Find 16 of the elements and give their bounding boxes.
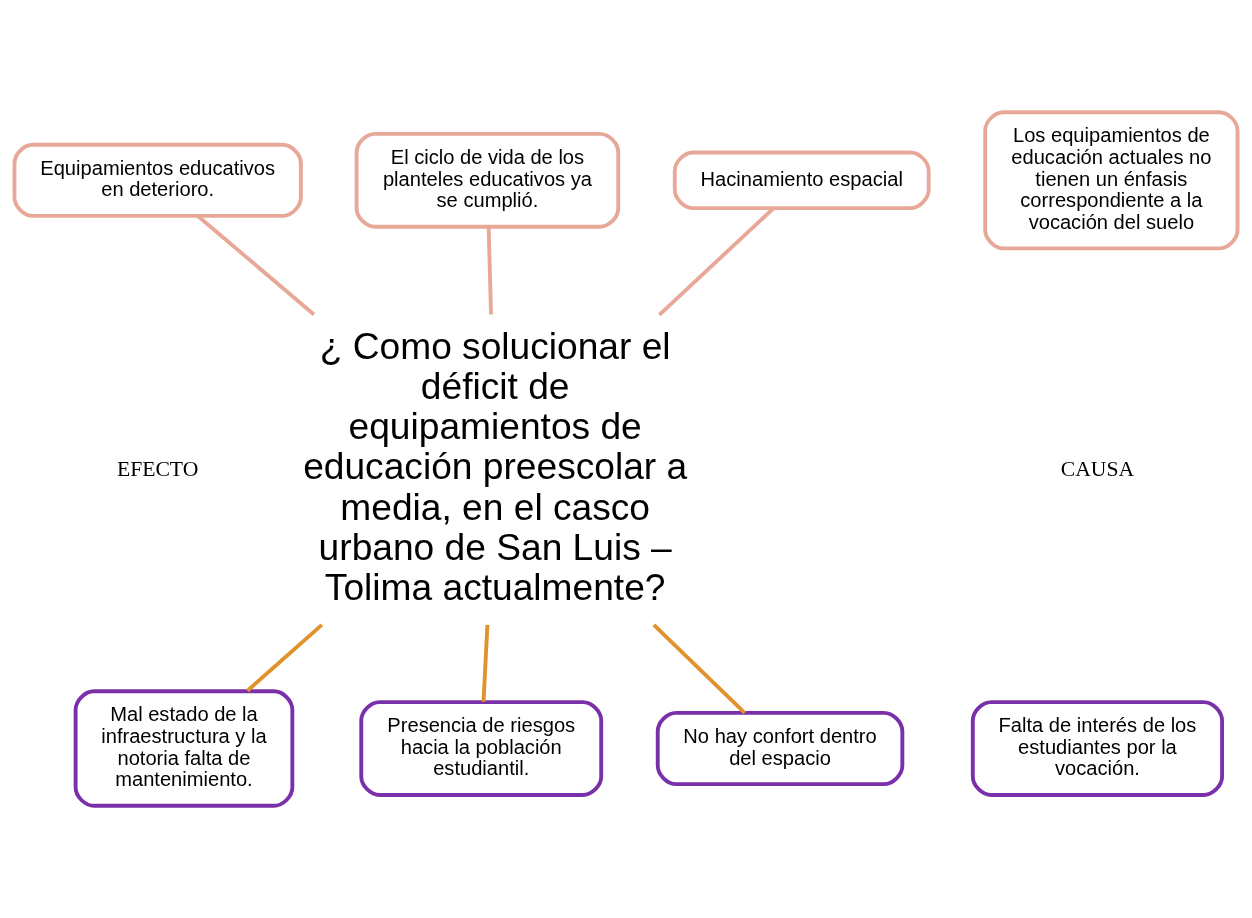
node-box: Hacinamiento espacial xyxy=(672,150,931,211)
node-box: Falta de interés de los estudiantes por la vocación. xyxy=(970,700,1224,797)
node-box: Equipamientos educativos en deterioro. xyxy=(12,142,303,218)
label: EFECTO xyxy=(116,456,199,481)
connector xyxy=(246,623,324,693)
node-box: Mal estado de la infraestructura y la notoria falta de mantenimiento. xyxy=(73,689,295,808)
node-box: No hay confort dentro del espacio xyxy=(655,710,905,787)
connector xyxy=(486,227,493,315)
connector xyxy=(481,624,490,703)
connector xyxy=(652,623,747,715)
label: CAUSA xyxy=(1060,456,1135,481)
connector xyxy=(197,214,316,316)
node-text: ¿ Como solucionar el déficit de equipamientos de educación preescolar a media, en el casco urbano de San Luis – Tolima actualmente? xyxy=(303,324,688,609)
node-box: El ciclo de vida de los planteles educativos ya se cumplió. xyxy=(354,131,621,229)
node-box: Presencia de riesgos hacia la población estudiantil. xyxy=(359,700,604,797)
node-box: Los equipamientos de educación actuales no tienen un énfasis correspondiente a la vocación del suelo xyxy=(983,110,1240,251)
